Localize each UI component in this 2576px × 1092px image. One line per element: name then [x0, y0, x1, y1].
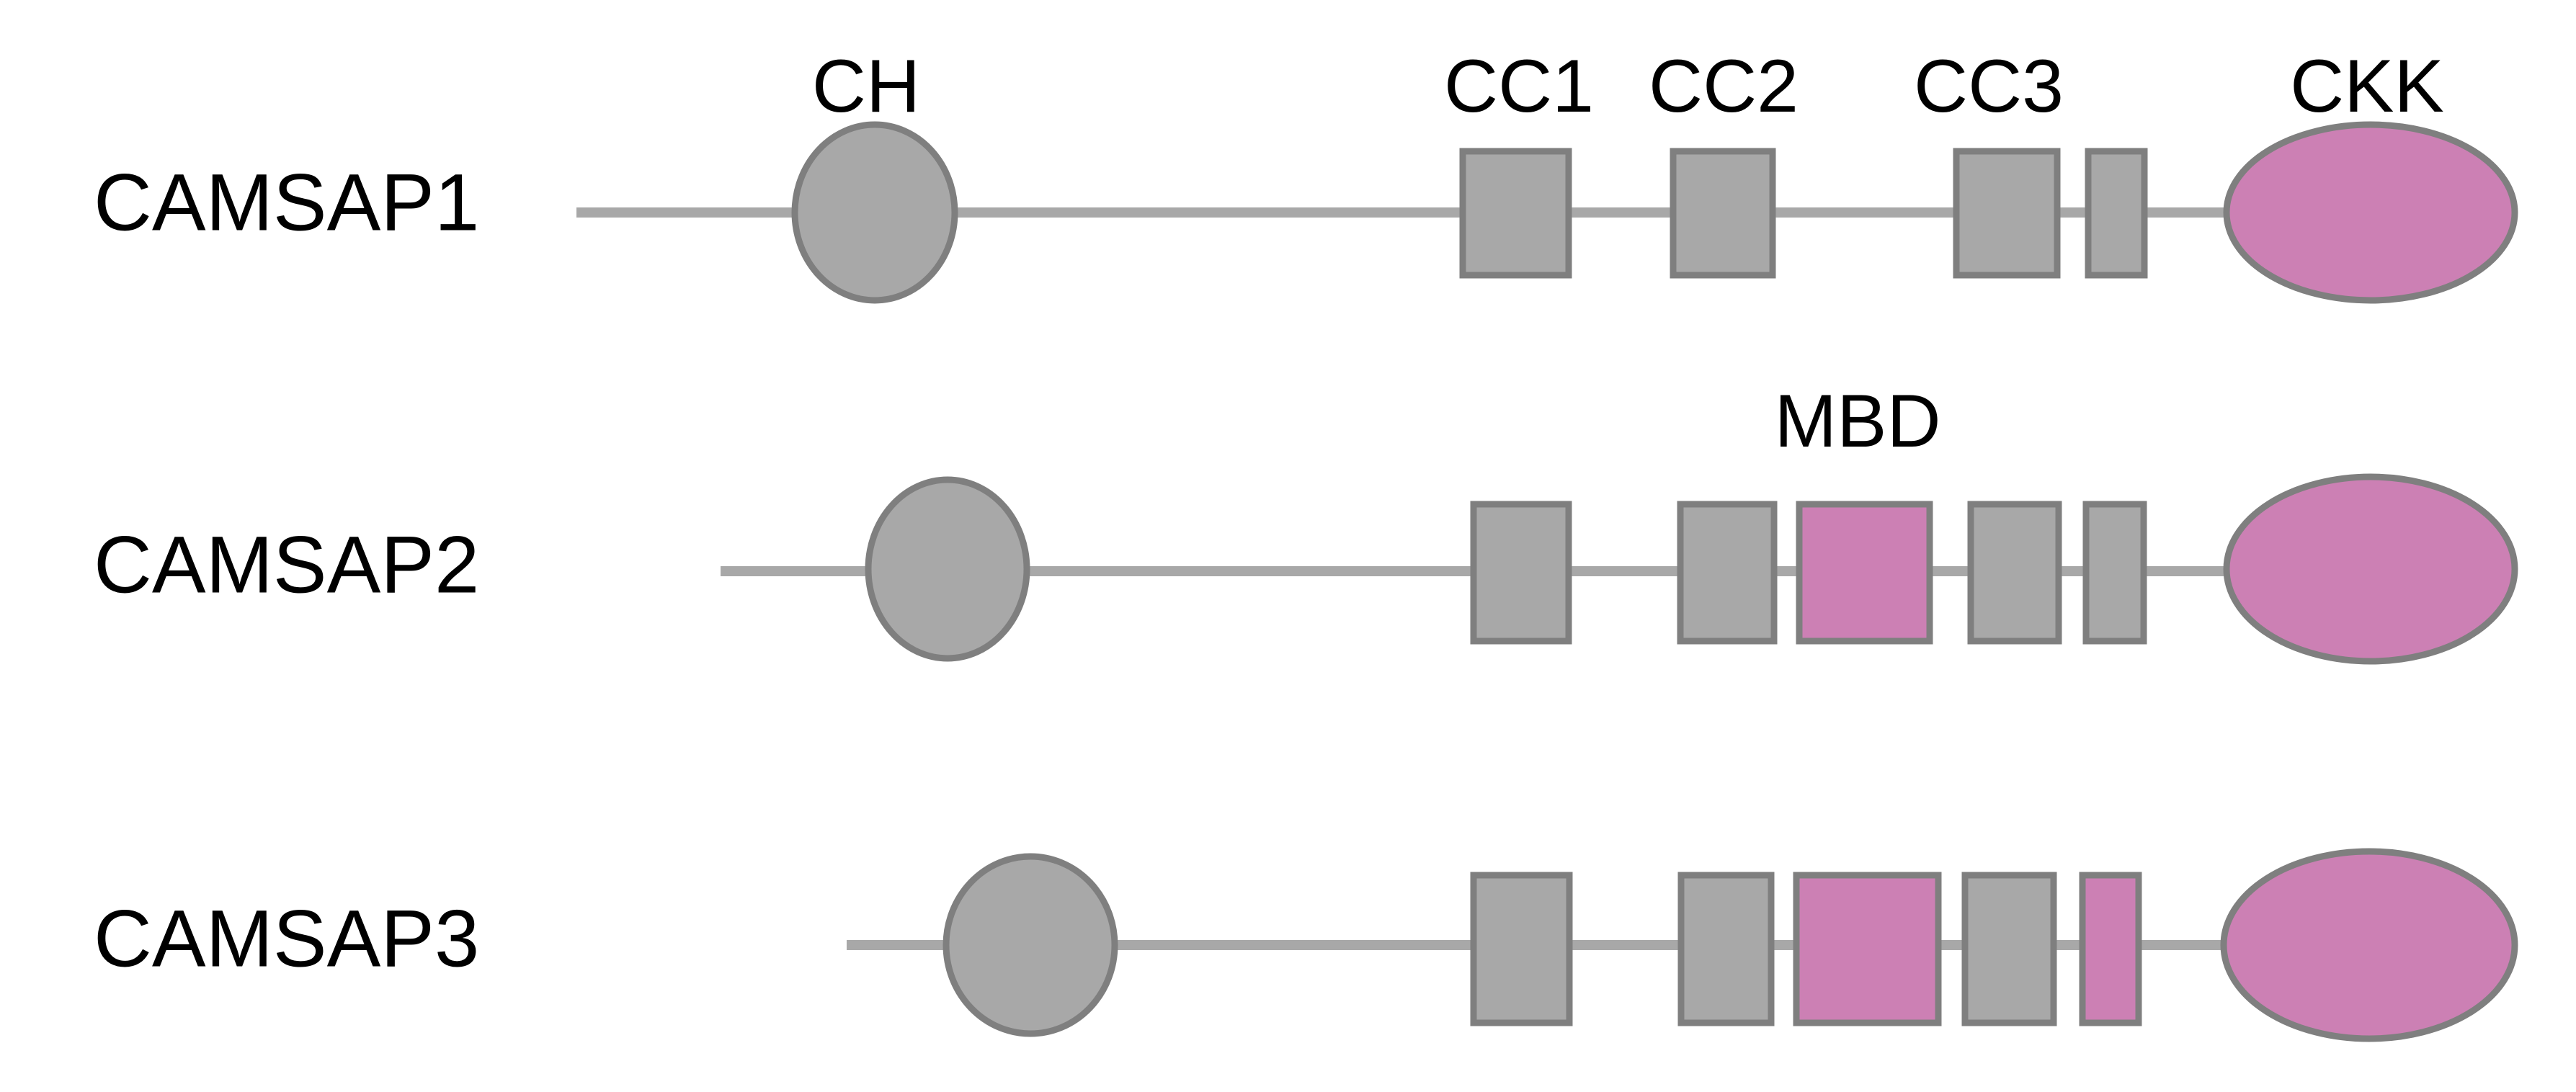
domain-shape-cc2[interactable] [1677, 501, 1778, 645]
domain-shape-ch[interactable] [791, 121, 958, 304]
protein-name-camsap3: CAMSAP3 [94, 894, 479, 984]
domain-label-ckk: CKK [2290, 45, 2444, 128]
protein-row-camsap3: CAMSAP3 [94, 848, 2518, 1042]
domain-shape-cc1[interactable] [1459, 148, 1572, 279]
domain-label-cc1: CC1 [1444, 45, 1594, 128]
domain-shape-ckk[interactable] [2223, 473, 2518, 665]
domain-shape-cc3b[interactable] [2085, 148, 2148, 279]
protein-name-camsap1: CAMSAP1 [94, 158, 479, 248]
domain-shape-ckk[interactable] [2223, 121, 2518, 304]
protein-row-camsap2: CAMSAP2 [94, 473, 2518, 665]
domain-shape-cc1[interactable] [1470, 872, 1573, 1026]
domain-shape-ch[interactable] [865, 476, 1030, 662]
domain-shape-cc3[interactable] [1961, 872, 2057, 1026]
domain-shape-mbd[interactable] [1796, 501, 1933, 645]
domain-shape-cc2[interactable] [1677, 872, 1775, 1026]
domain-shape-cc3b[interactable] [2079, 872, 2142, 1026]
domain-label-cc2: CC2 [1649, 45, 1799, 128]
domain-label-mbd: MBD [1774, 380, 1940, 463]
domain-shape-cc2[interactable] [1670, 148, 1776, 279]
domain-shape-cc3[interactable] [1953, 148, 2061, 279]
domain-shape-cc1[interactable] [1470, 501, 1572, 645]
protein-row-camsap1: CAMSAP1 [94, 121, 2518, 304]
domain-shape-mbd[interactable] [1793, 872, 1942, 1026]
domain-shape-ckk[interactable] [2220, 848, 2518, 1042]
domain-shape-cc3b[interactable] [2082, 501, 2147, 645]
protein-name-camsap2: CAMSAP2 [94, 520, 479, 610]
domain-label-cc3: CC3 [1914, 45, 2064, 128]
domain-shape-ch[interactable] [942, 853, 1118, 1037]
domain-label-ch: CH [812, 45, 920, 128]
domain-shape-cc3[interactable] [1967, 501, 2062, 645]
